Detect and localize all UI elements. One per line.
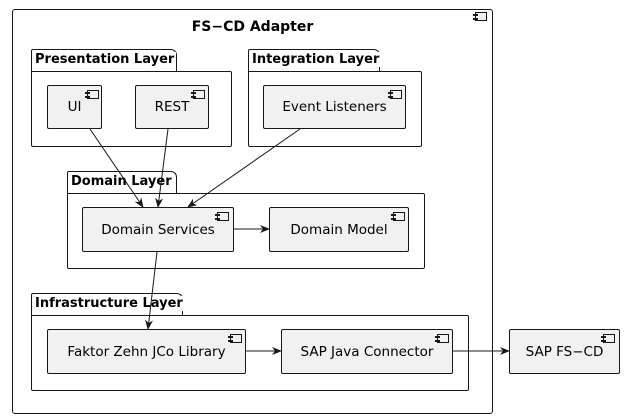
component-icon — [191, 90, 205, 99]
ui-to-domain-services-arrow — [89, 128, 144, 208]
domain-layer-label: Domain Layer — [69, 174, 174, 189]
component-icon — [435, 334, 449, 343]
event-listeners-component[interactable]: Event Listeners — [263, 85, 406, 129]
rest-to-domain-services-arrow — [155, 128, 169, 208]
sap-java-connector-component[interactable]: SAP Java Connector — [281, 329, 453, 374]
component-icon — [601, 334, 615, 343]
event-listeners-to-domain-services-arrow — [187, 128, 301, 208]
domain-services-component[interactable]: Domain Services — [82, 207, 234, 252]
component-icon — [85, 90, 99, 99]
adapter-title: FS−CD Adapter — [191, 19, 314, 35]
domain-model-component[interactable]: Domain Model — [269, 207, 409, 252]
infrastructure-layer-label: Infrastructure Layer — [33, 296, 185, 311]
faktor-zehn-jco-library-component[interactable]: Faktor Zehn JCo Library — [47, 329, 246, 374]
domain-services-to-jco-library-arrow — [145, 251, 158, 330]
component-icon — [388, 90, 402, 99]
integration-layer-label: Integration Layer — [250, 52, 382, 67]
presentation-layer-label: Presentation Layer — [33, 52, 177, 67]
component-icon — [215, 212, 229, 221]
component-icon — [228, 334, 242, 343]
component-icon — [391, 212, 405, 221]
component-icon — [473, 12, 487, 21]
